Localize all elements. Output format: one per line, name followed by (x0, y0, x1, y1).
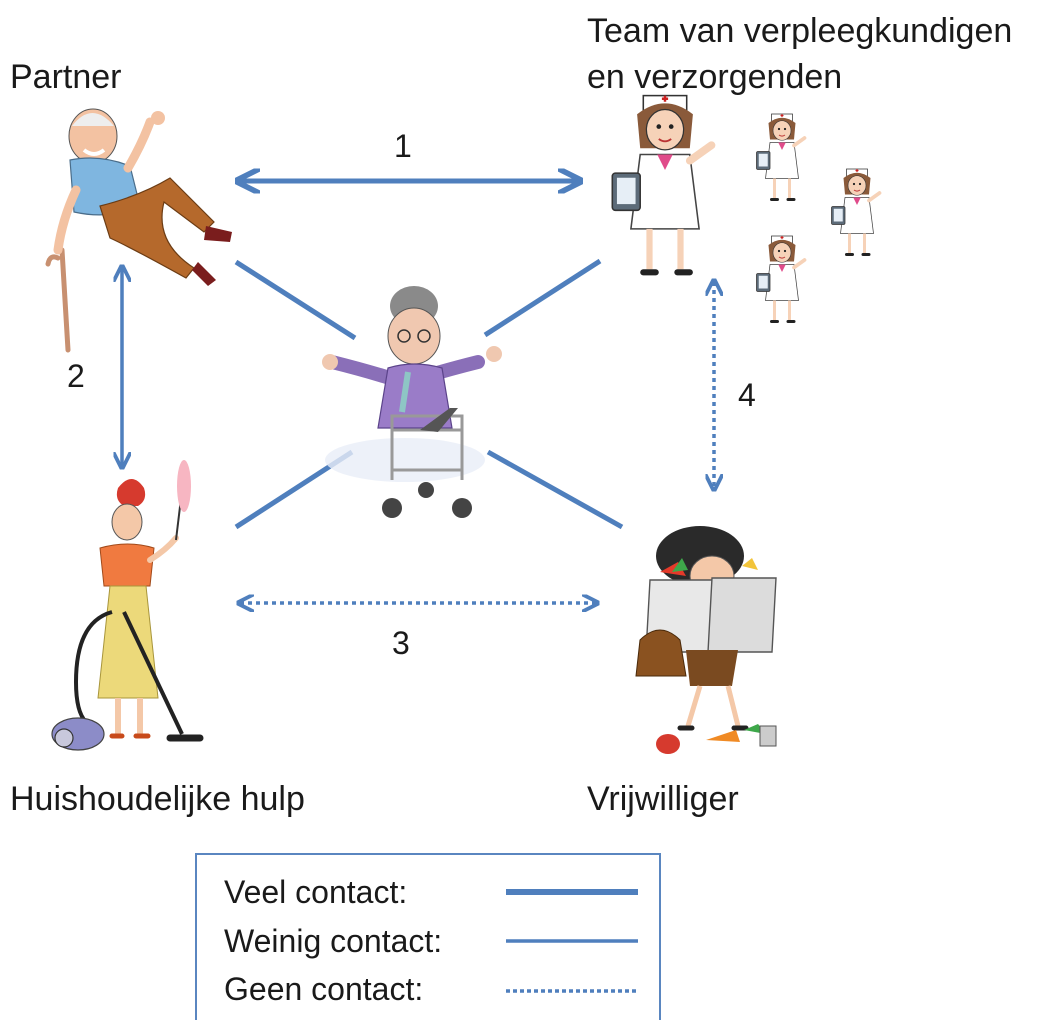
spoke-partner-elderly (234, 259, 357, 341)
actor-label-team-line1: Team van verpleegkundigen (587, 12, 1012, 50)
legend-label-little-contact: Weinig contact: (224, 923, 442, 959)
actor-label-volunteer: Vrijwilliger (587, 780, 739, 818)
legend-label-no-contact: Geen contact: (224, 971, 423, 1007)
actor-label-partner: Partner (10, 58, 122, 96)
legend-label-much-contact: Veel contact: (224, 874, 407, 910)
woman-with-grocery-bags-icon (635, 526, 777, 754)
nurse-with-clipboard-icon (612, 96, 882, 324)
edge-label-3: 3 (392, 625, 410, 661)
edge-label-4: 4 (738, 377, 756, 413)
woman-with-vacuum-and-duster-icon (51, 460, 204, 751)
legend-box (195, 853, 661, 1020)
edge-label-1: 1 (394, 128, 412, 164)
legend: Veel contact: Weinig contact: Geen conta… (195, 853, 661, 1020)
elderly-woman-with-walker-icon (322, 286, 502, 518)
spoke-team-elderly (483, 258, 602, 338)
actor-label-team-line2: en verzorgenden (587, 58, 842, 96)
spoke-volunteer-elderly (486, 449, 624, 530)
edge-label-2: 2 (67, 358, 85, 394)
actor-label-household-help: Huishoudelijke hulp (10, 780, 305, 818)
elderly-man-with-cane-icon (45, 108, 232, 353)
